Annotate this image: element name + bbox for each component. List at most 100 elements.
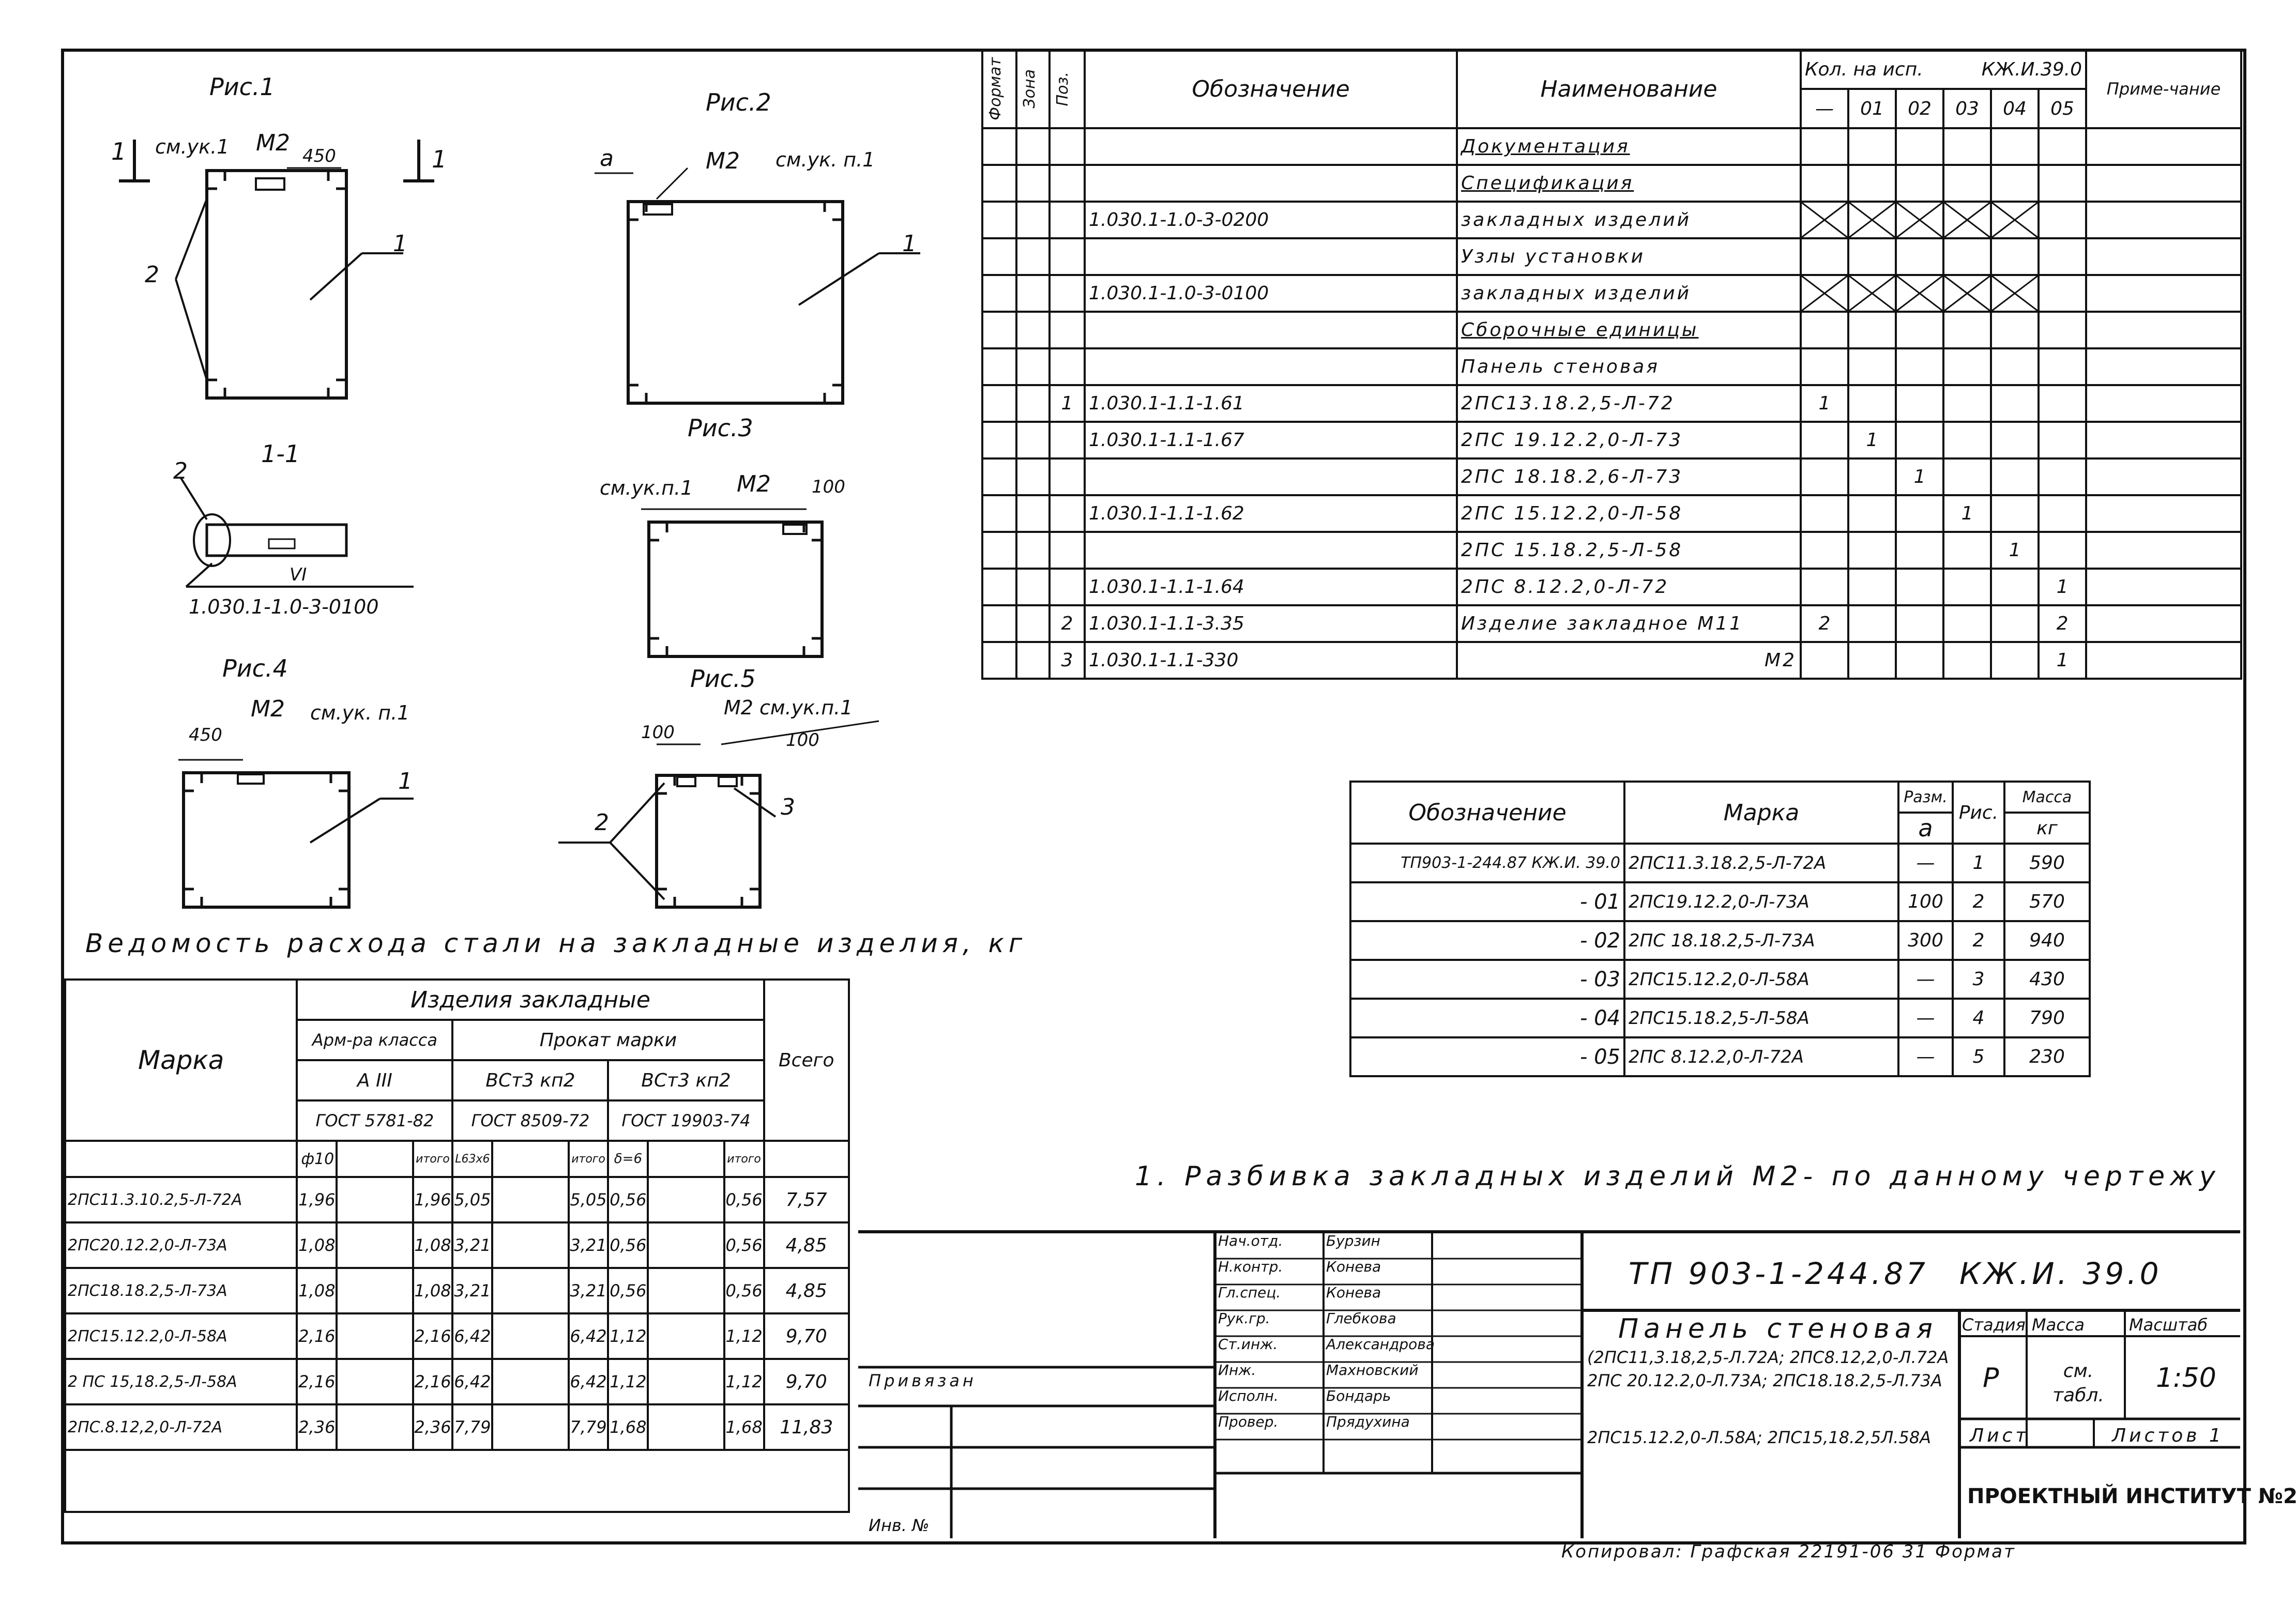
spec-qty: [1800, 421, 1849, 460]
steel-header-embedded: Изделия закладные: [296, 978, 765, 1021]
marks-header-designation: Обозначение: [1349, 781, 1625, 845]
spec-name: 2ПС 19.12.2,0-Л-73: [1456, 421, 1802, 460]
spec-qty: [1894, 494, 1945, 533]
spec-qty: [1942, 531, 1993, 570]
spec-qty: [1847, 604, 1897, 643]
spec-pos: [1048, 347, 1086, 386]
steel-itogo3: 0,56: [723, 1176, 765, 1223]
marks-size-a: —: [1897, 1036, 1954, 1077]
steel-itogo1: 1,08: [412, 1267, 454, 1314]
spec-qty: [1942, 384, 1993, 423]
spec-qty-col: —: [1800, 88, 1849, 129]
spec-qty: [1942, 311, 1993, 349]
stamp-scale-label: Масштаб: [2129, 1315, 2208, 1335]
spec-qty: [1847, 531, 1897, 570]
marks-designation: - 02: [1349, 920, 1625, 961]
spec-qty-col: 04: [1990, 88, 2040, 129]
spec-qty: [1990, 457, 2040, 496]
steel-total: 11,83: [763, 1403, 850, 1451]
steel-header-itogo2: итого: [567, 1140, 610, 1178]
steel-total: 7,57: [763, 1176, 850, 1223]
steel-d6: 0,56: [607, 1176, 649, 1223]
steel-header-gost2: ГОСТ 8509-72: [451, 1099, 610, 1142]
stamp-stage-label: Стадия: [1962, 1315, 2026, 1335]
spec-qty: [2037, 421, 2088, 460]
steel-l63: 3,21: [451, 1267, 494, 1314]
fig1-dim: 450: [302, 146, 336, 166]
spec-qty: [1800, 568, 1849, 606]
steel-d10: 1,08: [296, 1267, 338, 1314]
steel-header-gost1: ГОСТ 5781-82: [296, 1099, 454, 1142]
steel-d6: 1,12: [607, 1358, 649, 1405]
spec-qty-col: 02: [1894, 88, 1945, 129]
spec-cross-cell: [1990, 201, 2040, 239]
spec-qty: [1847, 494, 1897, 533]
marks-header-size-a: а: [1897, 812, 1954, 845]
spec-name: закладных изделий: [1456, 201, 1802, 239]
spec-row: Узлы установки: [981, 237, 2243, 276]
spec-qty: [1847, 641, 1897, 680]
steel-footer-empty: [64, 1449, 850, 1513]
spec-qty: [1847, 237, 1897, 276]
spec-name: закладных изделий: [1456, 274, 1802, 313]
spec-qty: 1: [2037, 641, 2088, 680]
spec-name: 2ПС 8.12.2,0-Л-72: [1456, 568, 1802, 606]
fig1-label: Рис.1: [209, 73, 275, 101]
steel-itogo3: 0,56: [723, 1267, 765, 1314]
marks-mass: 940: [2003, 920, 2091, 961]
spec-qty: [1942, 237, 1993, 276]
spec-name: Изделие закладное М11: [1456, 604, 1802, 643]
fig3-m2: М2: [737, 471, 771, 497]
steel-mark: 2ПС.8.12,2,0-Л-72А: [64, 1403, 298, 1451]
spec-qty-col: 01: [1847, 88, 1897, 129]
steel-d10: 2,36: [296, 1403, 338, 1451]
fig1-pos1: 1: [393, 231, 407, 257]
steel-mark: 2ПС11.3.10.2,5-Л-72А: [64, 1176, 298, 1223]
steel-header-itogo: итого: [412, 1140, 454, 1178]
steel-d6: 1,68: [607, 1403, 649, 1451]
steel-mark: 2ПС15.12.2,0-Л-58А: [64, 1312, 298, 1360]
stamp-person-name: Конева: [1326, 1284, 1381, 1301]
steel-itogo3: 1,12: [723, 1358, 765, 1405]
fig2-ref: см.ук. п.1: [776, 148, 875, 171]
spec-designation: 1.030.1-1.1-330: [1084, 641, 1458, 680]
spec-qty: [1894, 164, 1945, 203]
spec-qty: [1990, 127, 2040, 166]
stamp-org: ПРОЕКТНЫЙ ИНСТИТУТ №2: [1967, 1485, 2296, 1508]
section11-label: 1-1: [261, 440, 300, 468]
fig4-label: Рис.4: [222, 654, 288, 682]
stamp-person-role: Гл.спец.: [1218, 1284, 1281, 1301]
spec-qty: [2037, 237, 2088, 276]
section11-vi: VI: [290, 564, 307, 585]
spec-qty: [1990, 237, 2040, 276]
stamp-person-name: Бурзин: [1326, 1232, 1380, 1249]
spec-name: Документация: [1456, 127, 1802, 166]
spec-header-note: Приме-чание: [2085, 49, 2243, 129]
stamp-scale-value: 1:50: [2156, 1363, 2216, 1394]
spec-table: Формат Зона Поз. Обозначение Наименовани…: [981, 49, 2243, 680]
fig3-dim: 100: [812, 477, 845, 497]
marks-size-a: —: [1897, 998, 1954, 1038]
fig1-m2: М2: [256, 130, 290, 156]
steel-itogo1: 2,16: [412, 1358, 454, 1405]
spec-qty: [2037, 201, 2088, 239]
steel-header-vst2: ВСт3 кп2: [607, 1059, 765, 1102]
spec-header-designation: Обозначение: [1084, 49, 1458, 129]
steel-d10: 2,16: [296, 1358, 338, 1405]
stamp-person-role: Исполн.: [1218, 1387, 1279, 1404]
steel-l63: 5,05: [451, 1176, 494, 1223]
spec-row: Документация: [981, 127, 2243, 166]
spec-qty: 1: [2037, 568, 2088, 606]
fig5-dim1: 100: [641, 722, 675, 743]
marks-header-size: Разм.: [1897, 781, 1954, 814]
marks-designation: ТП903-1-244.87 КЖ.И. 39.0: [1349, 843, 1625, 883]
steel-itogo1: 1,96: [412, 1176, 454, 1223]
stamp-mass-label: Масса: [2032, 1315, 2085, 1335]
spec-qty: [1800, 237, 1849, 276]
fig3-ref: см.ук.п.1: [600, 477, 693, 499]
